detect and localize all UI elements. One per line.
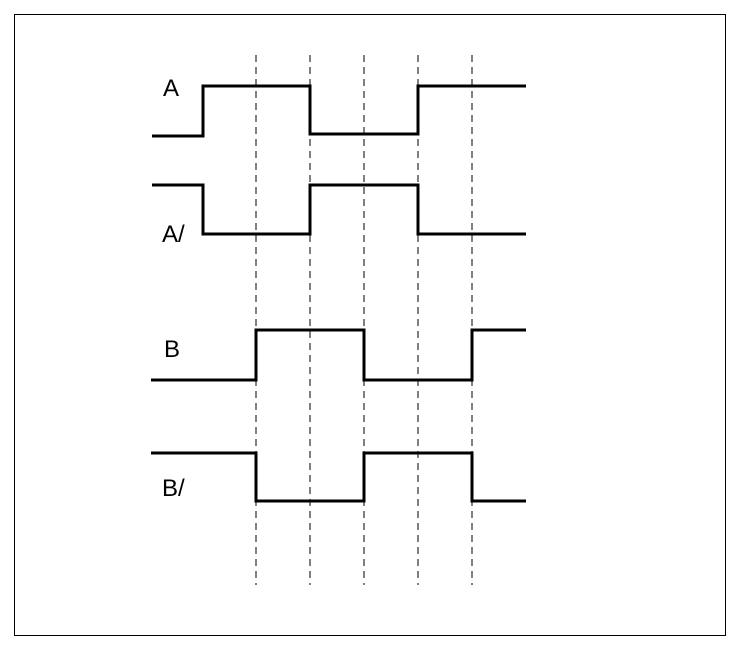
signal-b: B	[151, 328, 526, 382]
signal-label-a-inverted: A/	[162, 221, 185, 248]
waveform-b-inverted	[151, 451, 526, 503]
waveform-a	[152, 84, 526, 138]
guide-lines	[255, 55, 473, 585]
signal-label-a: A	[163, 75, 179, 102]
signal-b-inverted: B/	[151, 451, 526, 503]
signal-label-b: B	[164, 336, 180, 363]
signal-label-b-inverted: B/	[162, 475, 185, 502]
diagram-frame	[14, 14, 726, 636]
signal-a: A	[152, 75, 526, 138]
waveform-b	[151, 328, 526, 382]
signal-a-inverted: A/	[152, 183, 526, 248]
waveform-a-inverted	[152, 183, 526, 236]
